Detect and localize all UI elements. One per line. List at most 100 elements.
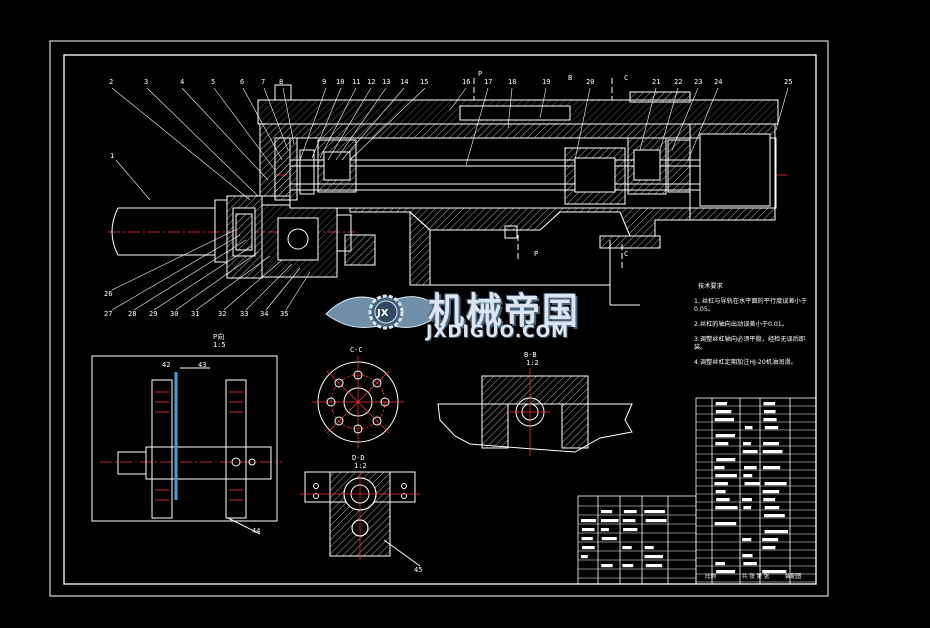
part-no-2: 2 xyxy=(109,78,113,86)
watermark-badge: JX xyxy=(376,308,389,319)
title-block-fills xyxy=(580,402,789,574)
table-cell-text xyxy=(743,506,752,510)
part-no-5: 5 xyxy=(211,78,215,86)
part-no-22: 22 xyxy=(674,78,682,86)
table-cell-text xyxy=(715,506,738,510)
table-cell-text xyxy=(762,490,780,494)
title-block-rows xyxy=(578,505,696,579)
part-no-6: 6 xyxy=(240,78,244,86)
p-view-title: P向 xyxy=(213,332,224,341)
table-cell-text xyxy=(764,482,787,486)
table-cell-text xyxy=(742,554,753,558)
part-no-45: 45 xyxy=(414,566,422,574)
table-cell-text xyxy=(644,510,665,514)
table-cell-text xyxy=(763,418,777,422)
table-cell-text xyxy=(715,442,729,446)
part-no-23: 23 xyxy=(694,78,702,86)
table-cell-text xyxy=(744,482,761,486)
table-cell-text xyxy=(581,546,595,550)
part-number-labels: 2 3 4 5 6 7 8 9 10 11 12 13 14 15 16 17 … xyxy=(104,70,792,318)
table-cell-text xyxy=(716,570,735,574)
part-no-9: 9 xyxy=(322,78,326,86)
part-no-43: 43 xyxy=(198,361,206,369)
title-block xyxy=(577,495,697,585)
table-cell-text xyxy=(645,564,663,568)
table-cell-text xyxy=(764,426,779,430)
table-cell-text xyxy=(580,519,597,523)
table-cell-text xyxy=(644,555,664,559)
part-no-30: 30 xyxy=(170,310,178,318)
table-cell-text xyxy=(622,519,636,523)
table-cell-text xyxy=(742,538,752,542)
part-no-15: 15 xyxy=(420,78,428,86)
table-cell-text xyxy=(581,555,588,559)
table-cell-text xyxy=(762,450,783,454)
table-cell-text xyxy=(623,528,638,532)
table-cell-text xyxy=(742,498,752,502)
table-cell-text xyxy=(600,528,609,532)
table-cell-text xyxy=(581,528,595,532)
part-no-20: 20 xyxy=(586,78,594,86)
section-marker-b: B xyxy=(568,74,572,82)
part-no-31: 31 xyxy=(191,310,199,318)
part-no-16: 16 xyxy=(462,78,470,86)
p-view-labels: P向 1:5 42 43 44 xyxy=(162,332,260,535)
title-block-scale: 比例 xyxy=(705,572,717,580)
part-no-18: 18 xyxy=(508,78,516,86)
section-marker-p2: P xyxy=(534,250,538,258)
watermark: 机械帝国 JXDIGUO.COM xyxy=(316,284,616,346)
section-marker-c: C xyxy=(624,74,628,82)
outer-frame xyxy=(49,40,829,597)
part-no-24: 24 xyxy=(714,78,722,86)
dd-view-scale: 1:2 xyxy=(354,462,367,470)
part-no-44: 44 xyxy=(252,527,260,535)
table-cell-text xyxy=(742,442,751,446)
table-cell-text xyxy=(743,562,757,566)
table-cell-text xyxy=(716,498,730,502)
table-cell-text xyxy=(601,537,617,541)
part-no-32: 32 xyxy=(218,310,226,318)
table-cell-text xyxy=(742,450,758,454)
leader-lines-bottom xyxy=(111,229,311,311)
part-no-25: 25 xyxy=(784,78,792,86)
table-cell-text xyxy=(715,434,735,438)
section-marker-p: P xyxy=(478,70,482,78)
inner-frame xyxy=(63,54,817,585)
table-cell-text xyxy=(762,546,776,550)
part-no-34: 34 xyxy=(260,310,268,318)
part-no-12: 12 xyxy=(367,78,375,86)
part-no-19: 19 xyxy=(542,78,550,86)
table-cell-text xyxy=(714,482,728,486)
part-no-27: 27 xyxy=(104,310,112,318)
table-cell-text xyxy=(715,402,727,406)
dd-view xyxy=(300,470,421,567)
part-no-14: 14 xyxy=(400,78,408,86)
table-cell-text xyxy=(714,418,734,422)
part-no-42: 42 xyxy=(162,361,170,369)
parts-list-rows xyxy=(696,405,816,583)
part-no-26: 26 xyxy=(104,290,112,298)
table-cell-text xyxy=(715,490,726,494)
bb-view-title: B-B xyxy=(524,351,537,359)
part-no-29: 29 xyxy=(149,310,157,318)
table-cell-text xyxy=(762,538,779,542)
cc-view xyxy=(312,356,404,448)
bb-view-labels: B-B 1:2 xyxy=(524,351,539,367)
tech-note-1: 1. 丝杠与导轨在水平面的平行度误差小于0.05。 xyxy=(694,298,808,313)
table-cell-text xyxy=(623,510,637,514)
part-no-33: 33 xyxy=(240,310,248,318)
table-cell-text xyxy=(764,514,785,518)
part-no-10: 10 xyxy=(336,78,344,86)
part-no-8: 8 xyxy=(279,78,283,86)
title-block-drawing-name: 装配图 xyxy=(785,572,802,580)
table-cell-text xyxy=(763,410,776,414)
part-no-7: 7 xyxy=(261,78,265,86)
dd-view-title: D-D xyxy=(352,454,365,462)
table-cell-text xyxy=(600,510,613,514)
part-no-35: 35 xyxy=(280,310,288,318)
table-cell-text xyxy=(622,546,632,550)
tech-note-2: 2.丝杠的轴向出动误差小于0.01。 xyxy=(694,321,788,328)
tech-note-4: 4.调整丝杠定期加注HJ-20机油润滑。 xyxy=(694,359,797,366)
table-cell-text xyxy=(744,466,757,470)
p-view xyxy=(91,355,282,535)
